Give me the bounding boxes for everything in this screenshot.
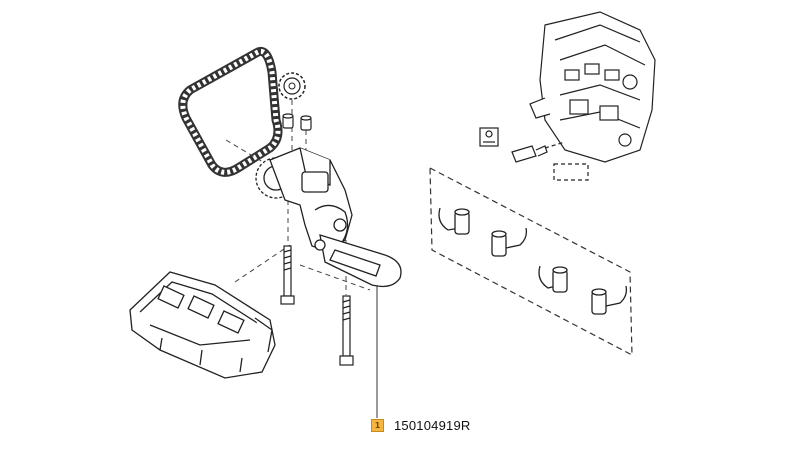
oil-pump-icon[interactable] bbox=[255, 147, 402, 288]
part-callout[interactable]: 1 150104919R bbox=[371, 418, 470, 433]
bushing-icon[interactable] bbox=[282, 113, 312, 131]
pressure-sensor-icon[interactable] bbox=[479, 127, 589, 181]
oil-pan-icon[interactable] bbox=[129, 271, 276, 379]
timing-chain-icon[interactable] bbox=[178, 46, 283, 177]
engine-block-icon[interactable] bbox=[529, 11, 656, 163]
oil-jets-group-frame bbox=[429, 166, 633, 357]
callout-number-badge[interactable]: 1 bbox=[371, 419, 384, 432]
part-number-label[interactable]: 150104919R bbox=[394, 418, 471, 433]
oil-jet-icon[interactable] bbox=[438, 207, 628, 315]
sprocket-icon[interactable] bbox=[278, 72, 306, 100]
bolt-icon[interactable] bbox=[280, 245, 354, 366]
